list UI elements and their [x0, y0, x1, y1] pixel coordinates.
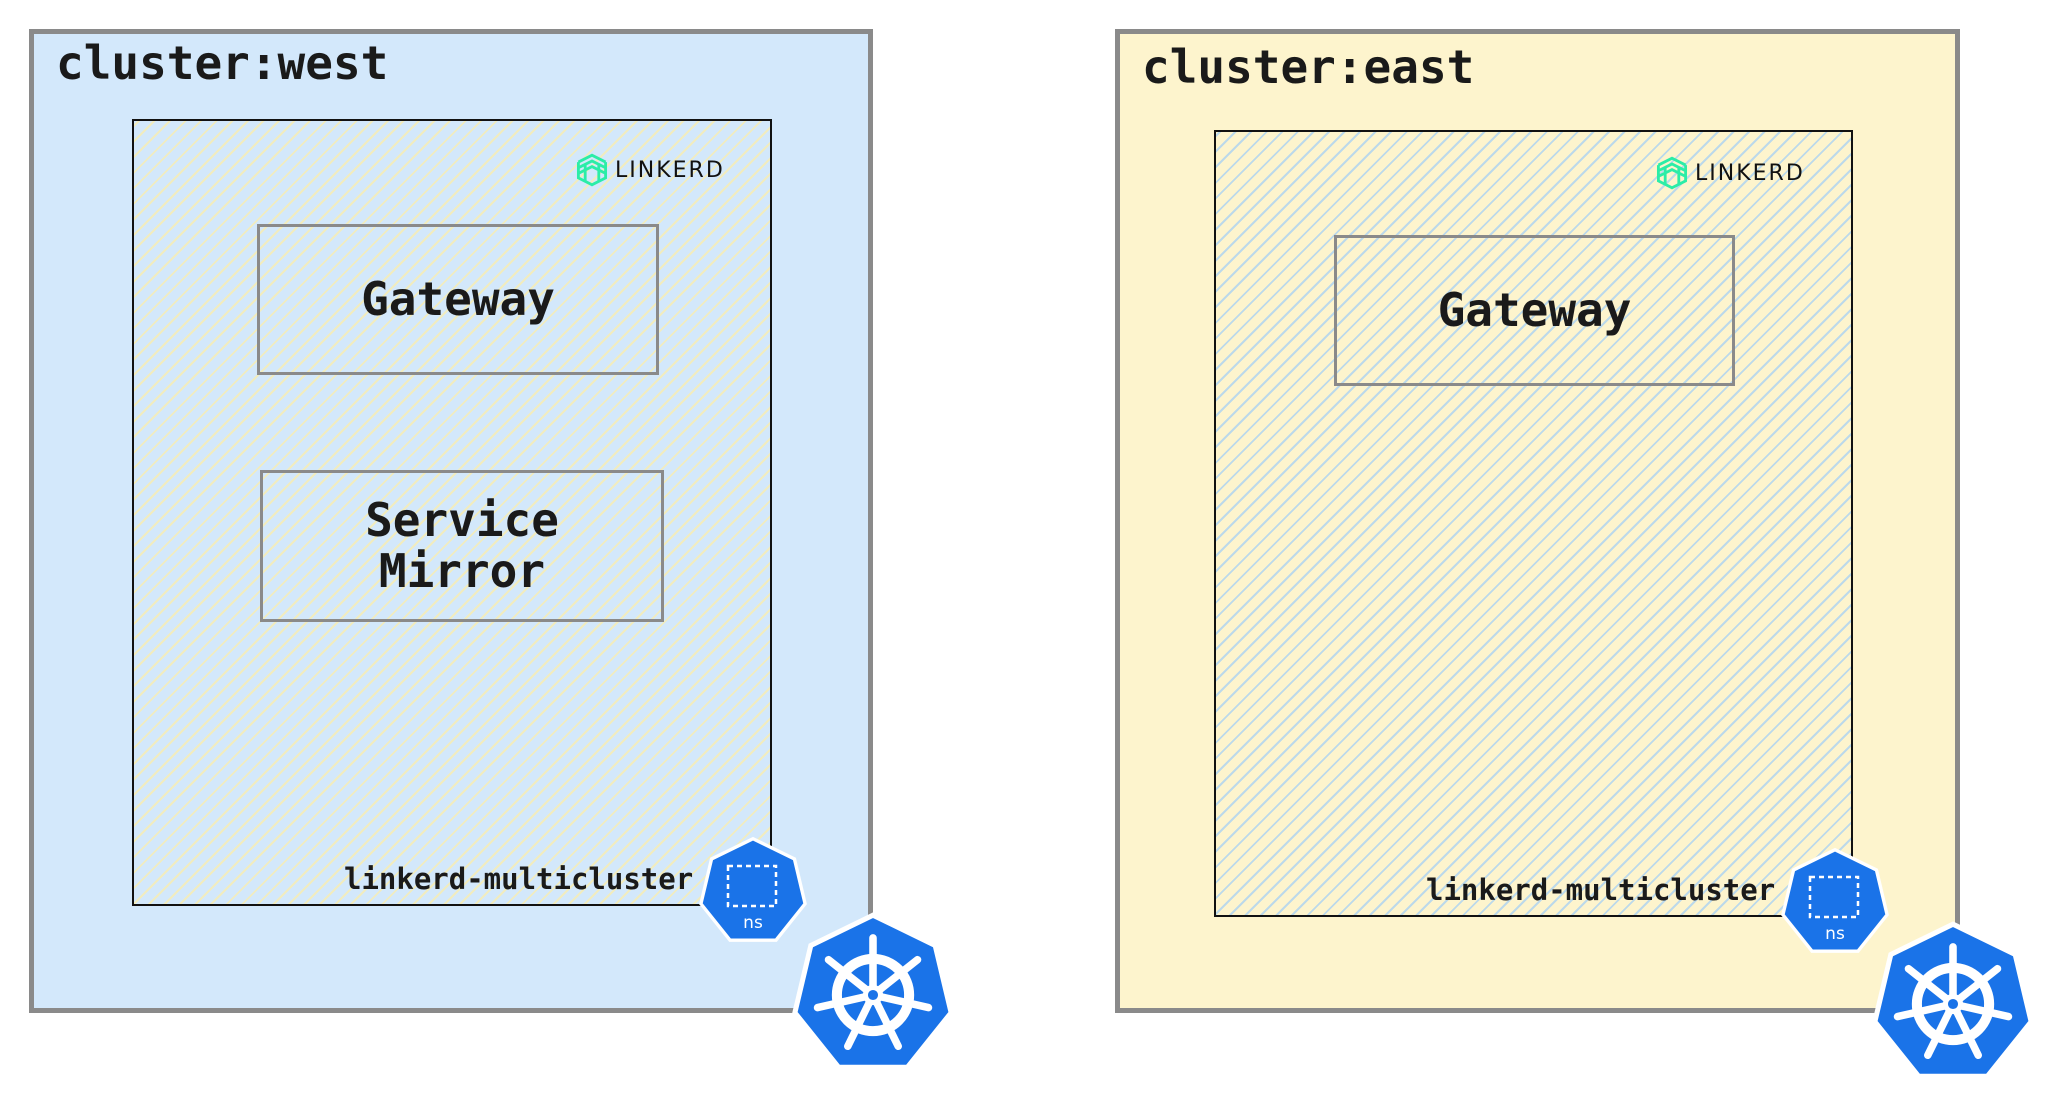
linkerd-icon: [1655, 156, 1689, 190]
cluster-title: cluster:east: [1142, 40, 1475, 94]
namespace-box-east: [1214, 130, 1853, 917]
cluster-title: cluster:west: [56, 36, 389, 90]
linkerd-wordmark: LINKERD: [615, 157, 725, 183]
gateway-component: Gateway: [1334, 235, 1735, 386]
namespace-icon: ns: [697, 836, 809, 948]
linkerd-icon: [575, 153, 609, 187]
service-mirror-component: Service Mirror: [260, 470, 664, 622]
kubernetes-icon: [1869, 920, 2037, 1088]
linkerd-wordmark: LINKERD: [1695, 160, 1805, 186]
ns-icon-label: ns: [1825, 924, 1845, 944]
linkerd-logo: LINKERD: [575, 153, 725, 187]
linkerd-logo: LINKERD: [1655, 156, 1805, 190]
gateway-component: Gateway: [257, 224, 659, 375]
namespace-box-west: [132, 119, 772, 906]
ns-icon-label: ns: [743, 913, 763, 933]
namespace-label: linkerd-multicluster: [344, 862, 694, 896]
namespace-icon: ns: [1779, 847, 1891, 959]
kubernetes-icon: [789, 911, 957, 1079]
namespace-label: linkerd-multicluster: [1426, 873, 1776, 907]
